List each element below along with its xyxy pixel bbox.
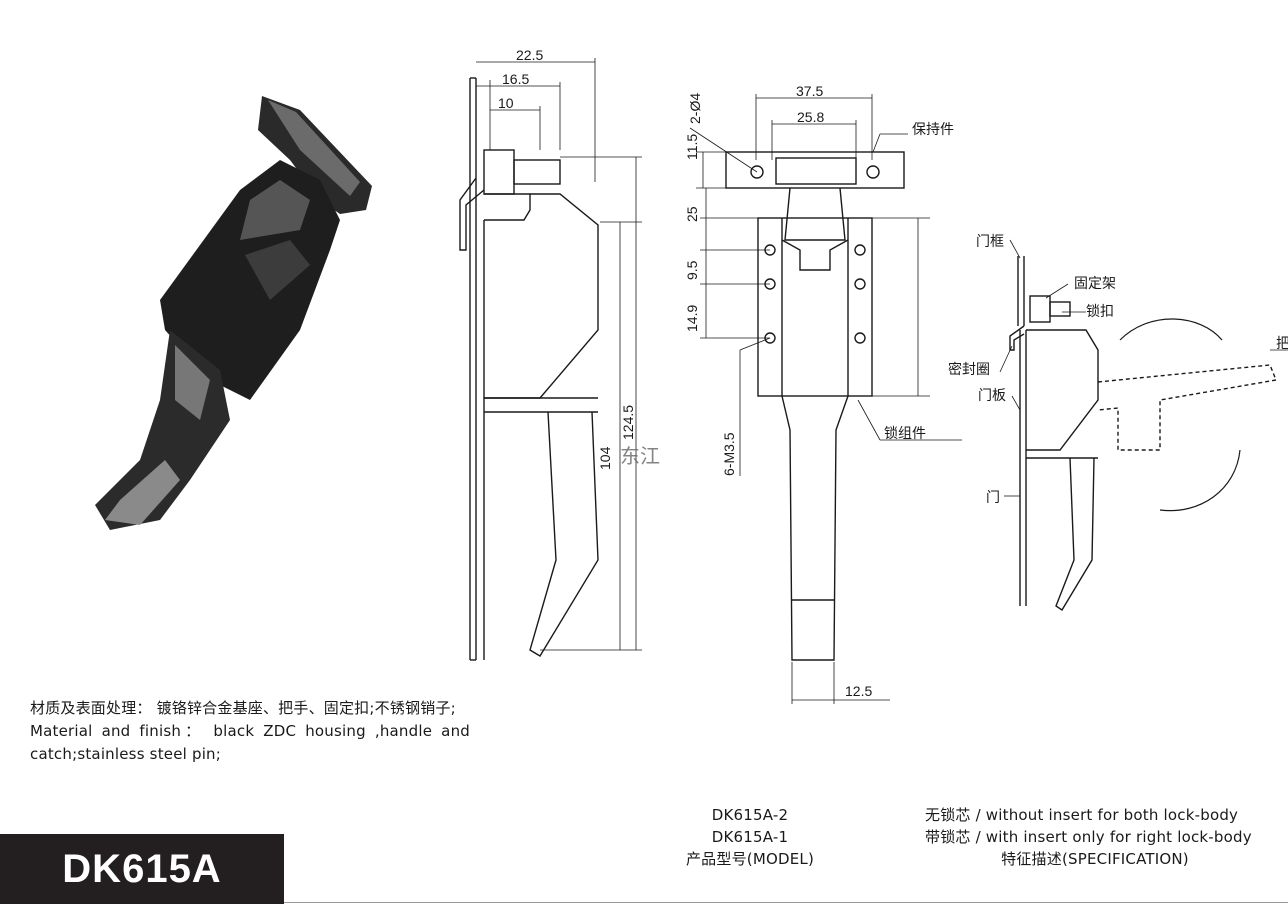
title-bar: DK615A xyxy=(0,834,284,904)
model-block: DK615A-2 DK615A-1 产品型号(MODEL) xyxy=(640,804,860,870)
dim-22-5: 22.5 xyxy=(516,47,543,63)
dim-11-5: 11.5 xyxy=(684,134,700,160)
dim-6-m3-5: 6-M3.5 xyxy=(721,432,737,476)
spec-block: 无锁芯 / without insert for both lock-body … xyxy=(925,804,1265,870)
spec-line-2: 带锁芯 / with insert only for right lock-bo… xyxy=(925,828,1252,846)
dim-9-5: 9.5 xyxy=(684,260,700,280)
material-description: 材质及表面处理： 镀铬锌合金基座、把手、固定扣;不锈钢销子; Material … xyxy=(30,697,470,766)
dim-25-8: 25.8 xyxy=(797,109,824,125)
dim-104: 104 xyxy=(597,446,613,470)
model-line-2: DK615A-1 xyxy=(711,828,789,846)
dim-10: 10 xyxy=(498,95,514,111)
front-view xyxy=(725,151,905,661)
model-line-1: DK615A-2 xyxy=(711,806,789,824)
watermark: 东江 xyxy=(620,444,660,468)
model-caption: 产品型号(MODEL) xyxy=(685,850,815,868)
label-door-frame: 门框 xyxy=(976,234,1004,250)
label-catch: 锁扣 xyxy=(1086,304,1114,320)
side-view xyxy=(459,77,599,661)
label-seal: 密封圈 xyxy=(948,361,990,378)
label-retainer: 保持件 xyxy=(912,122,954,138)
dim-12-5: 12.5 xyxy=(845,683,872,699)
product-photo xyxy=(95,96,372,530)
spec-line-1: 无锁芯 / without insert for both lock-body xyxy=(925,806,1239,824)
dim-14-9: 14.9 xyxy=(684,305,700,332)
material-cn: 材质及表面处理： 镀铬锌合金基座、把手、固定扣;不锈钢销子; xyxy=(30,699,456,717)
material-en: Material and finish： black ZDC housing ,… xyxy=(30,722,470,763)
product-title: DK615A xyxy=(62,846,222,891)
dim-2-phi4: 2-Ø4 xyxy=(687,93,703,124)
label-door-panel: 门板 xyxy=(978,388,1006,404)
dim-16-5: 16.5 xyxy=(502,71,529,87)
label-handle-partial: 把 xyxy=(1276,336,1288,352)
spec-caption: 特征描述(SPECIFICATION) xyxy=(1001,850,1189,868)
label-lock-assembly: 锁组件 xyxy=(884,426,926,442)
installation-view xyxy=(1009,256,1277,611)
dim-25: 25 xyxy=(684,206,700,222)
label-door: 门 xyxy=(986,490,1000,506)
bottom-rule xyxy=(284,902,1288,903)
dim-124-5: 124.5 xyxy=(620,405,636,440)
label-bracket: 固定架 xyxy=(1074,276,1116,292)
dim-37-5: 37.5 xyxy=(796,83,823,99)
